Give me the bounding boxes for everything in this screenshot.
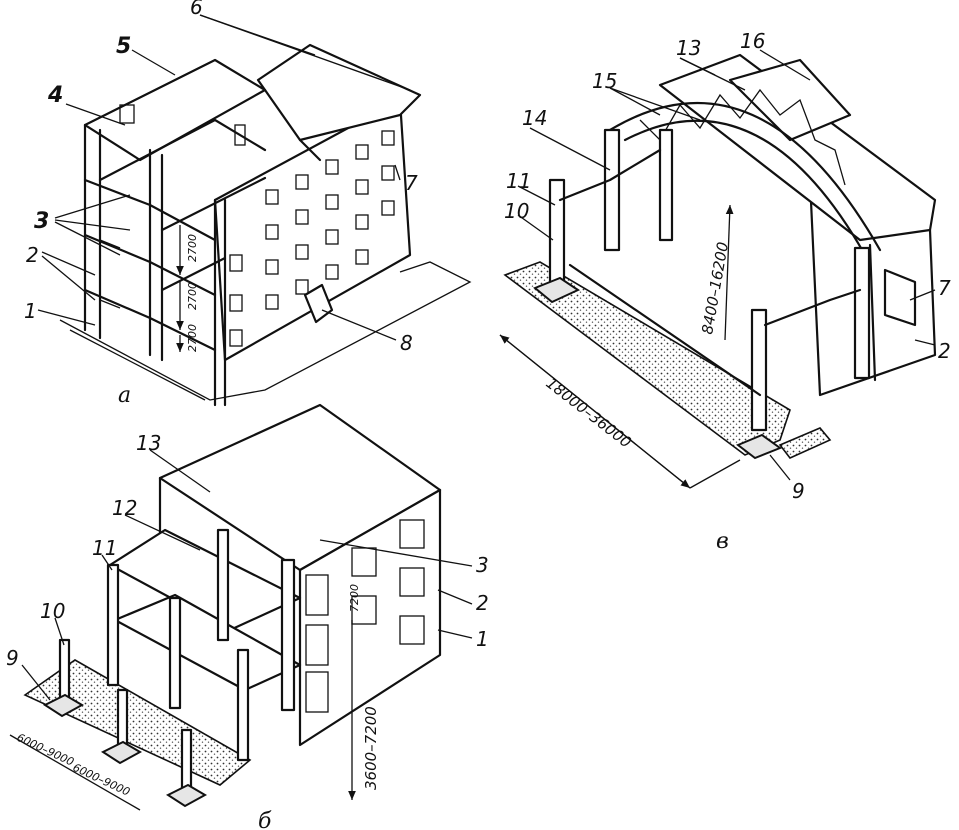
height-dim-1: 2700 [186,234,199,262]
label-9: 9 [792,479,805,503]
figure-a-leaders [37,14,411,341]
facade-windows [229,130,395,347]
sublabel-a: а [118,383,131,408]
column-back-left [603,128,621,252]
label-11: 11 [92,536,117,560]
floor-3 [83,178,217,242]
column-3 [236,648,250,762]
top-floor-slab [83,58,267,162]
column-back-mid [658,128,674,242]
label-2: 2 [938,339,951,363]
footing-right [736,433,783,460]
height-dim-line [724,204,734,341]
column-free-3 [180,728,193,794]
label-3: 3 [34,209,49,234]
figure-v-industrial-hall: 18000–36000 8400–16200 14 11 10 15 13 16… [499,29,951,554]
roof-panels [658,53,937,242]
label-16: 16 [740,29,765,53]
height-dimension-range: 3600–7200 [362,706,380,790]
wall-column [868,243,877,382]
footing-3 [165,783,208,808]
floor-2 [83,233,217,297]
footing-left [533,276,581,304]
side-facade [298,488,442,747]
roof-ridge [298,138,322,162]
foundation-strip [23,659,252,786]
figure-b-leaders [21,449,473,701]
partition-opening [234,124,246,146]
label-4: 4 [47,83,63,108]
foundation-strip-right [778,427,832,459]
label-10: 10 [40,599,65,623]
column-front-right [750,308,768,432]
label-13: 13 [676,36,701,60]
end-wall-window [883,268,917,327]
crane-beam-right [763,288,862,327]
label-15: 15 [592,69,617,93]
sublabel-b: б [258,809,272,830]
foundation-strip-left [503,261,791,456]
arch-truss-top [608,101,882,252]
span-dimension-2: 6000–9000 [71,761,132,799]
column-5 [280,558,296,712]
height-dim-2: 2700 [186,282,199,310]
span-dimension-1: 6000–9000 [15,731,76,769]
facade-openings [305,519,425,713]
partition-opening [119,104,135,124]
figure-v-leaders [517,49,936,481]
label-1: 1 [24,299,37,323]
figure-b-frame-building: 3600–7200 7200 6000–9000 6000–9000 13 12… [6,403,489,830]
column-front-left [548,178,566,292]
floor-1 [83,288,217,352]
footing-2 [100,740,143,765]
column-free-1 [58,638,71,704]
sublabel-v: в [716,529,729,554]
label-13: 13 [136,431,161,455]
label-3: 3 [476,553,489,577]
height-dim-3: 2700 [186,324,199,352]
floor-1-back [160,256,227,292]
footing-1 [42,693,85,718]
label-7: 7 [938,276,951,300]
label-10: 10 [504,199,529,223]
truss-web [639,88,846,186]
span-dim-line [9,734,141,811]
label-12: 12 [112,496,137,520]
label-2: 2 [476,591,489,615]
ground-line [69,329,206,401]
column-2 [168,596,182,710]
column-4 [216,528,230,642]
label-5: 5 [116,34,131,59]
label-6: 6 [190,0,203,19]
entrance-canopy [303,283,334,324]
floor-slab-1 [113,593,302,692]
arch-truss-bottom [623,119,867,257]
floor-3-back [98,118,267,182]
label-9: 9 [6,646,19,670]
label-1: 1 [476,627,489,651]
column-1 [106,563,120,687]
right-facade [213,98,412,362]
height-dimension-floor: 7200 [348,584,361,612]
column-back-right [853,246,871,380]
label-11: 11 [506,169,531,193]
label-2: 2 [26,243,39,267]
floor-height-dimensions: 2700 2700 2700 [176,225,199,352]
crane-beam-left [558,148,662,202]
site-outline [59,261,472,401]
floor-edge [568,263,762,397]
figure-a-brick-building: 2700 2700 2700 1 2 3 4 5 6 7 8 а [24,0,472,408]
span-dimension: 18000–36000 [543,374,635,452]
skylight-lantern [728,58,852,142]
label-14: 14 [522,106,547,130]
floor-2-back [160,176,267,232]
label-8: 8 [400,331,413,355]
label-7: 7 [405,171,418,195]
